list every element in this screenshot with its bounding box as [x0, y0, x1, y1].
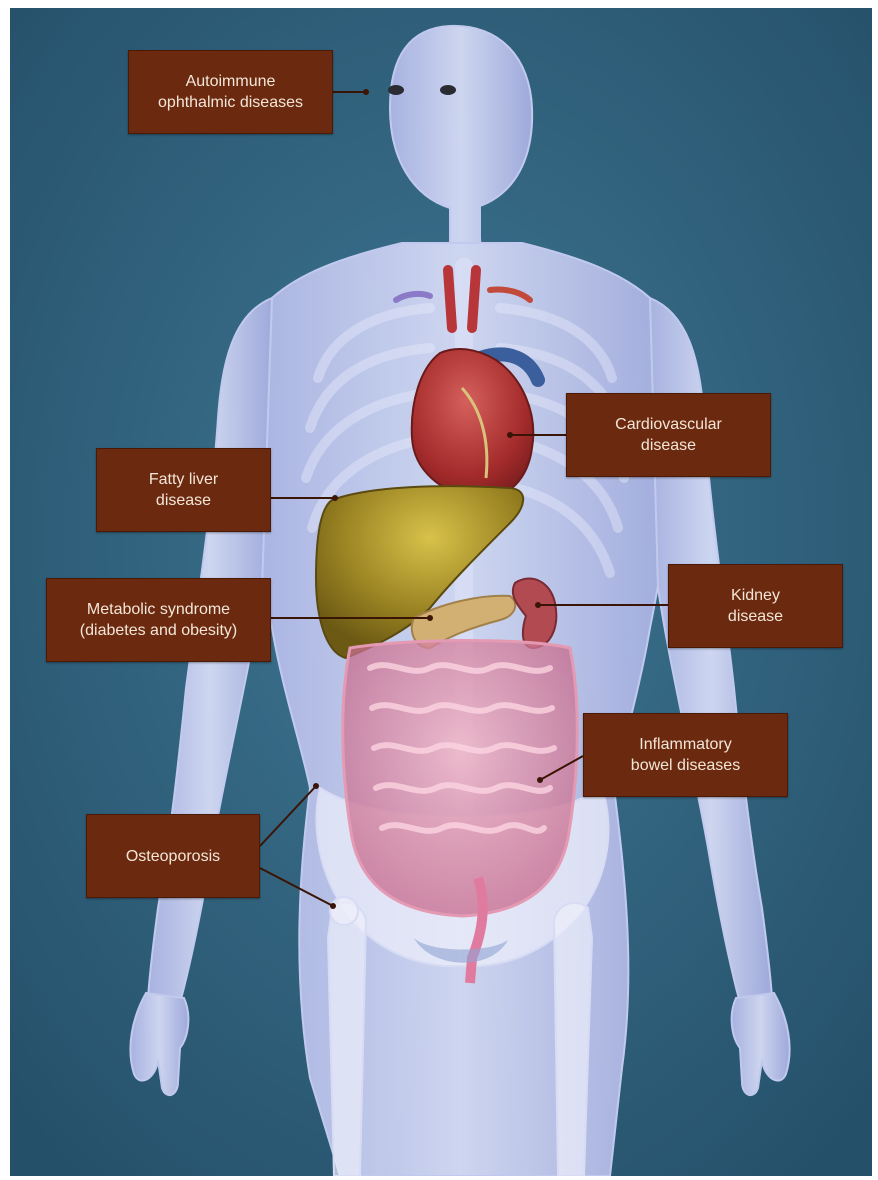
label-text: Cardiovascular disease [615, 414, 722, 456]
label-inflammatory-bowel: Inflammatory bowel diseases [583, 713, 788, 797]
right-eye [440, 85, 456, 95]
label-text: Osteoporosis [126, 846, 220, 867]
label-text: Kidney disease [728, 585, 783, 627]
label-text: Metabolic syndrome (diabetes and obesity… [80, 599, 237, 641]
label-text: Inflammatory bowel diseases [631, 734, 740, 776]
label-kidney: Kidney disease [668, 564, 843, 648]
left-eye [388, 85, 404, 95]
label-metabolic-syndrome: Metabolic syndrome (diabetes and obesity… [46, 578, 271, 662]
label-osteoporosis: Osteoporosis [86, 814, 260, 898]
label-fatty-liver: Fatty liver disease [96, 448, 271, 532]
label-autoimmune-ophthalmic: Autoimmune ophthalmic diseases [128, 50, 333, 134]
diagram-frame: Autoimmune ophthalmic diseases Cardiovas… [10, 8, 872, 1176]
label-text: Fatty liver disease [149, 469, 218, 511]
label-text: Autoimmune ophthalmic diseases [158, 71, 303, 113]
label-cardiovascular: Cardiovascular disease [566, 393, 771, 477]
